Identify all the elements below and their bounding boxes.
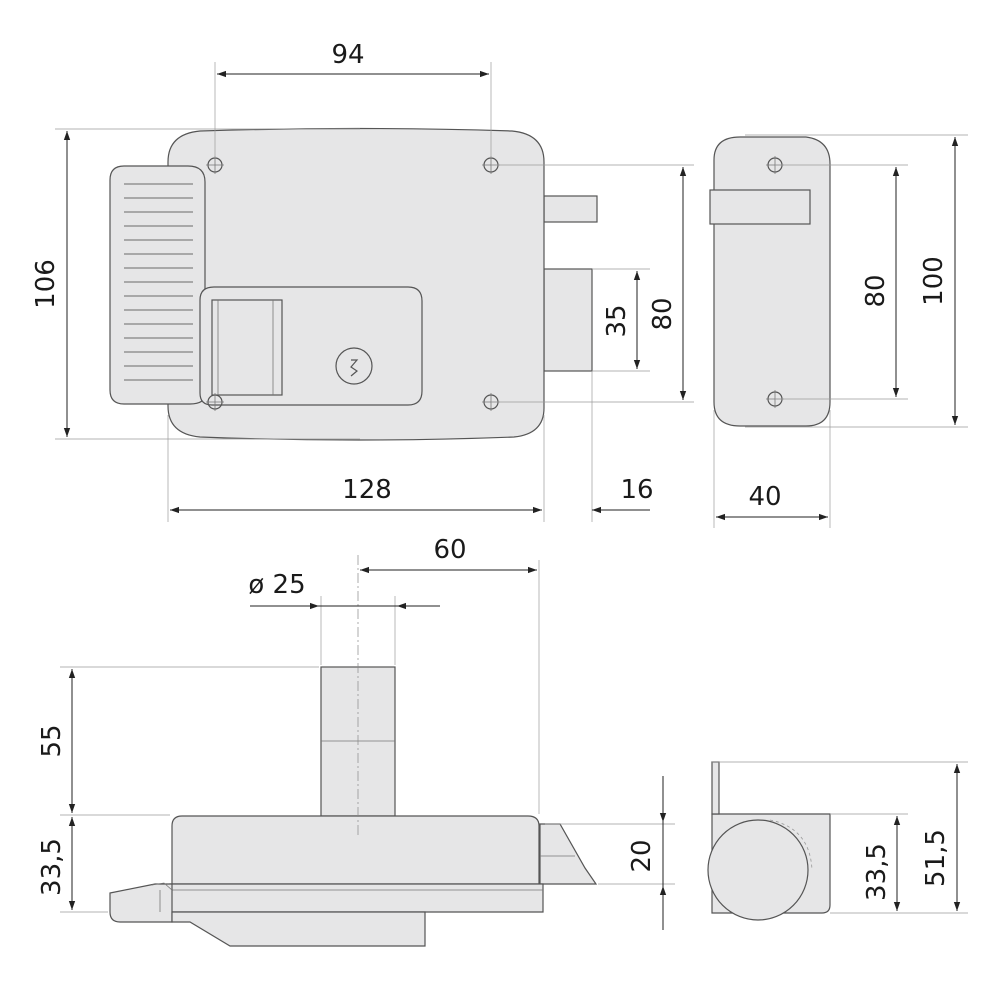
front-view: [109, 127, 598, 441]
end-view: [707, 761, 831, 921]
dim-label-35: 35: [602, 304, 632, 337]
dim-label-40: 40: [748, 482, 781, 512]
dim-label-16: 16: [620, 475, 653, 505]
front-dimensions: [55, 62, 694, 522]
bottom-dimensions: [60, 560, 675, 930]
grip-plate: [109, 165, 206, 405]
upper-latch: [543, 195, 598, 223]
dimension-labels: 94 106 128 16 35 80 80 100 40 60 ø 25 55…: [31, 40, 951, 901]
base-plate: [169, 883, 544, 913]
dim-label-55: 55: [37, 724, 67, 757]
dim-label-diameter-25: ø 25: [248, 570, 305, 600]
side-latch: [709, 189, 811, 225]
bottom-view: [109, 555, 598, 947]
end-dimensions: [712, 761, 968, 914]
dim-label-106: 106: [31, 259, 61, 309]
side-dimensions: [713, 134, 968, 528]
end-flange: [711, 761, 720, 815]
dim-label-33-5-left: 33,5: [37, 838, 67, 896]
bottom-latch: [539, 823, 598, 885]
main-bolt: [543, 268, 593, 372]
lower-cover: [171, 911, 426, 947]
dim-label-80-side: 80: [861, 274, 891, 307]
dim-label-80-front: 80: [648, 297, 678, 330]
grip-slots: [124, 183, 193, 381]
bottom-housing: [171, 815, 540, 885]
end-cylinder: [707, 819, 809, 921]
dim-label-100: 100: [919, 256, 949, 306]
dim-label-128: 128: [342, 475, 392, 505]
side-view: [709, 136, 831, 427]
dim-label-94: 94: [331, 40, 364, 70]
key-cylinder-icon: [335, 347, 373, 385]
dim-label-33-5-right: 33,5: [862, 843, 892, 901]
grip-plate-bottom: [109, 883, 173, 923]
dim-label-51-5: 51,5: [921, 829, 951, 887]
release-button: [211, 299, 283, 396]
dim-label-60: 60: [433, 535, 466, 565]
side-housing: [713, 136, 831, 427]
dim-label-20: 20: [627, 839, 657, 872]
